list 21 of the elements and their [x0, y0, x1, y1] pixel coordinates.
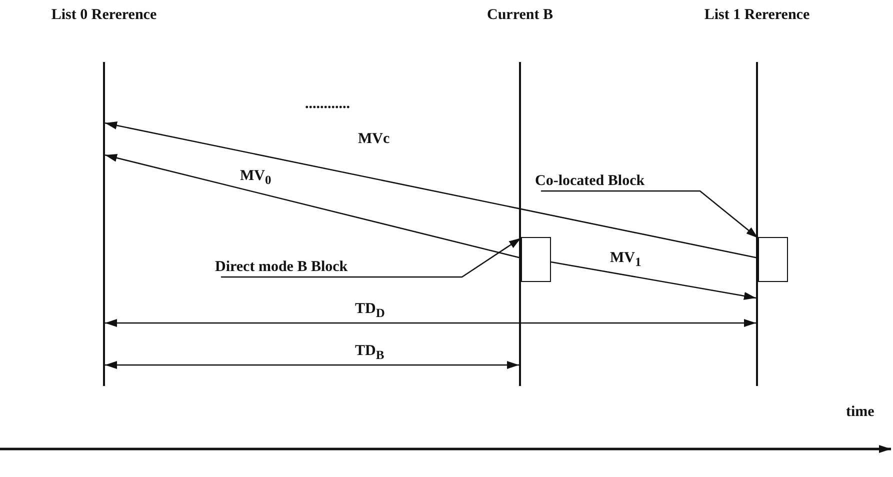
- timeline-heading: List 1 Rererence: [703, 7, 811, 24]
- leader-line: [221, 237, 522, 278]
- edge-label: TD$_{D}$: [355, 301, 385, 321]
- ellipsis-dots: ............: [305, 96, 350, 113]
- callout-text: Co-located Block: [535, 173, 645, 190]
- arrow: [550, 261, 756, 300]
- arrow: [104, 154, 522, 259]
- edge-label: MV$_{0}$: [240, 168, 272, 188]
- edge-label: TD$_{B}$: [355, 343, 384, 363]
- axis-label: time: [846, 404, 874, 421]
- arrow: [105, 319, 756, 327]
- callout-text: Direct mode B Block: [215, 259, 348, 276]
- edge-label: MVc: [358, 131, 390, 148]
- timeline-heading: Current B: [486, 7, 554, 24]
- edge-label: MV$_{1}$: [610, 250, 642, 270]
- arrow: [104, 122, 758, 259]
- leader-line: [541, 190, 758, 238]
- block-box: [521, 237, 551, 282]
- block-box: [758, 237, 788, 282]
- timeline-heading: List 0 Rererence: [50, 7, 158, 24]
- arrow: [105, 361, 519, 369]
